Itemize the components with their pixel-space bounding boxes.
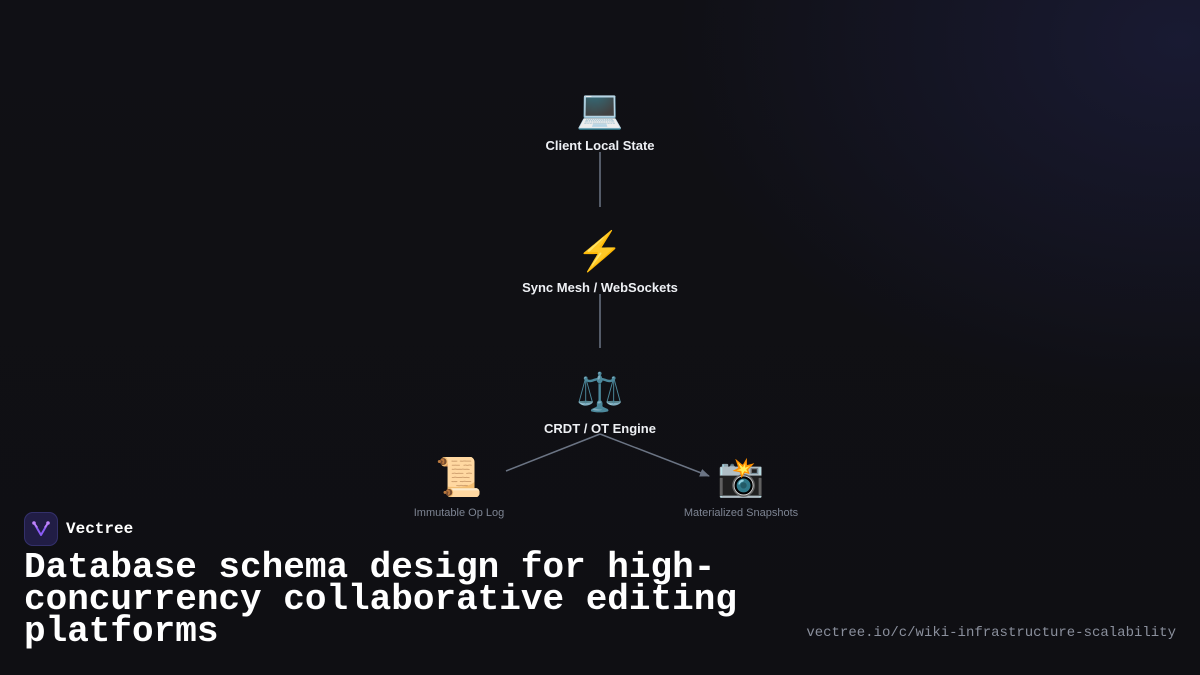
node-label: Immutable Op Log [413, 507, 505, 519]
node-immutable-op-log: 📜 Immutable Op Log [414, 456, 505, 519]
lightning-icon: ⚡ [576, 231, 624, 273]
node-label: Client Local State [545, 138, 655, 153]
page-title: Database schema design for high-concurre… [24, 547, 737, 652]
camera-flash-icon: 📸 [717, 457, 765, 499]
source-url[interactable]: vectree.io/c/wiki-infrastructure-scalabi… [806, 625, 1176, 641]
node-crdt-ot-engine: ⚖️ CRDT / OT Engine [544, 371, 656, 436]
brand: Vectree [24, 512, 133, 546]
node-label: Materialized Snapshots [683, 507, 799, 519]
node-materialized-snapshots: 📸 Materialized Snapshots [684, 456, 798, 519]
laptop-icon: 💻 [576, 89, 624, 131]
brand-name: Vectree [66, 520, 134, 538]
node-label: CRDT / OT Engine [544, 421, 656, 436]
node-label: Sync Mesh / WebSockets [522, 280, 678, 295]
vectree-logo-icon [24, 512, 58, 546]
balance-scale-icon: ⚖️ [576, 372, 624, 414]
node-client-local-state: 💻 Client Local State [545, 88, 654, 153]
edge-engine-to-oplog [505, 433, 601, 472]
edge-engine-to-snapshots [599, 433, 710, 477]
node-sync-mesh: ⚡ Sync Mesh / WebSockets [522, 230, 678, 295]
scroll-icon: 📜 [435, 457, 483, 499]
